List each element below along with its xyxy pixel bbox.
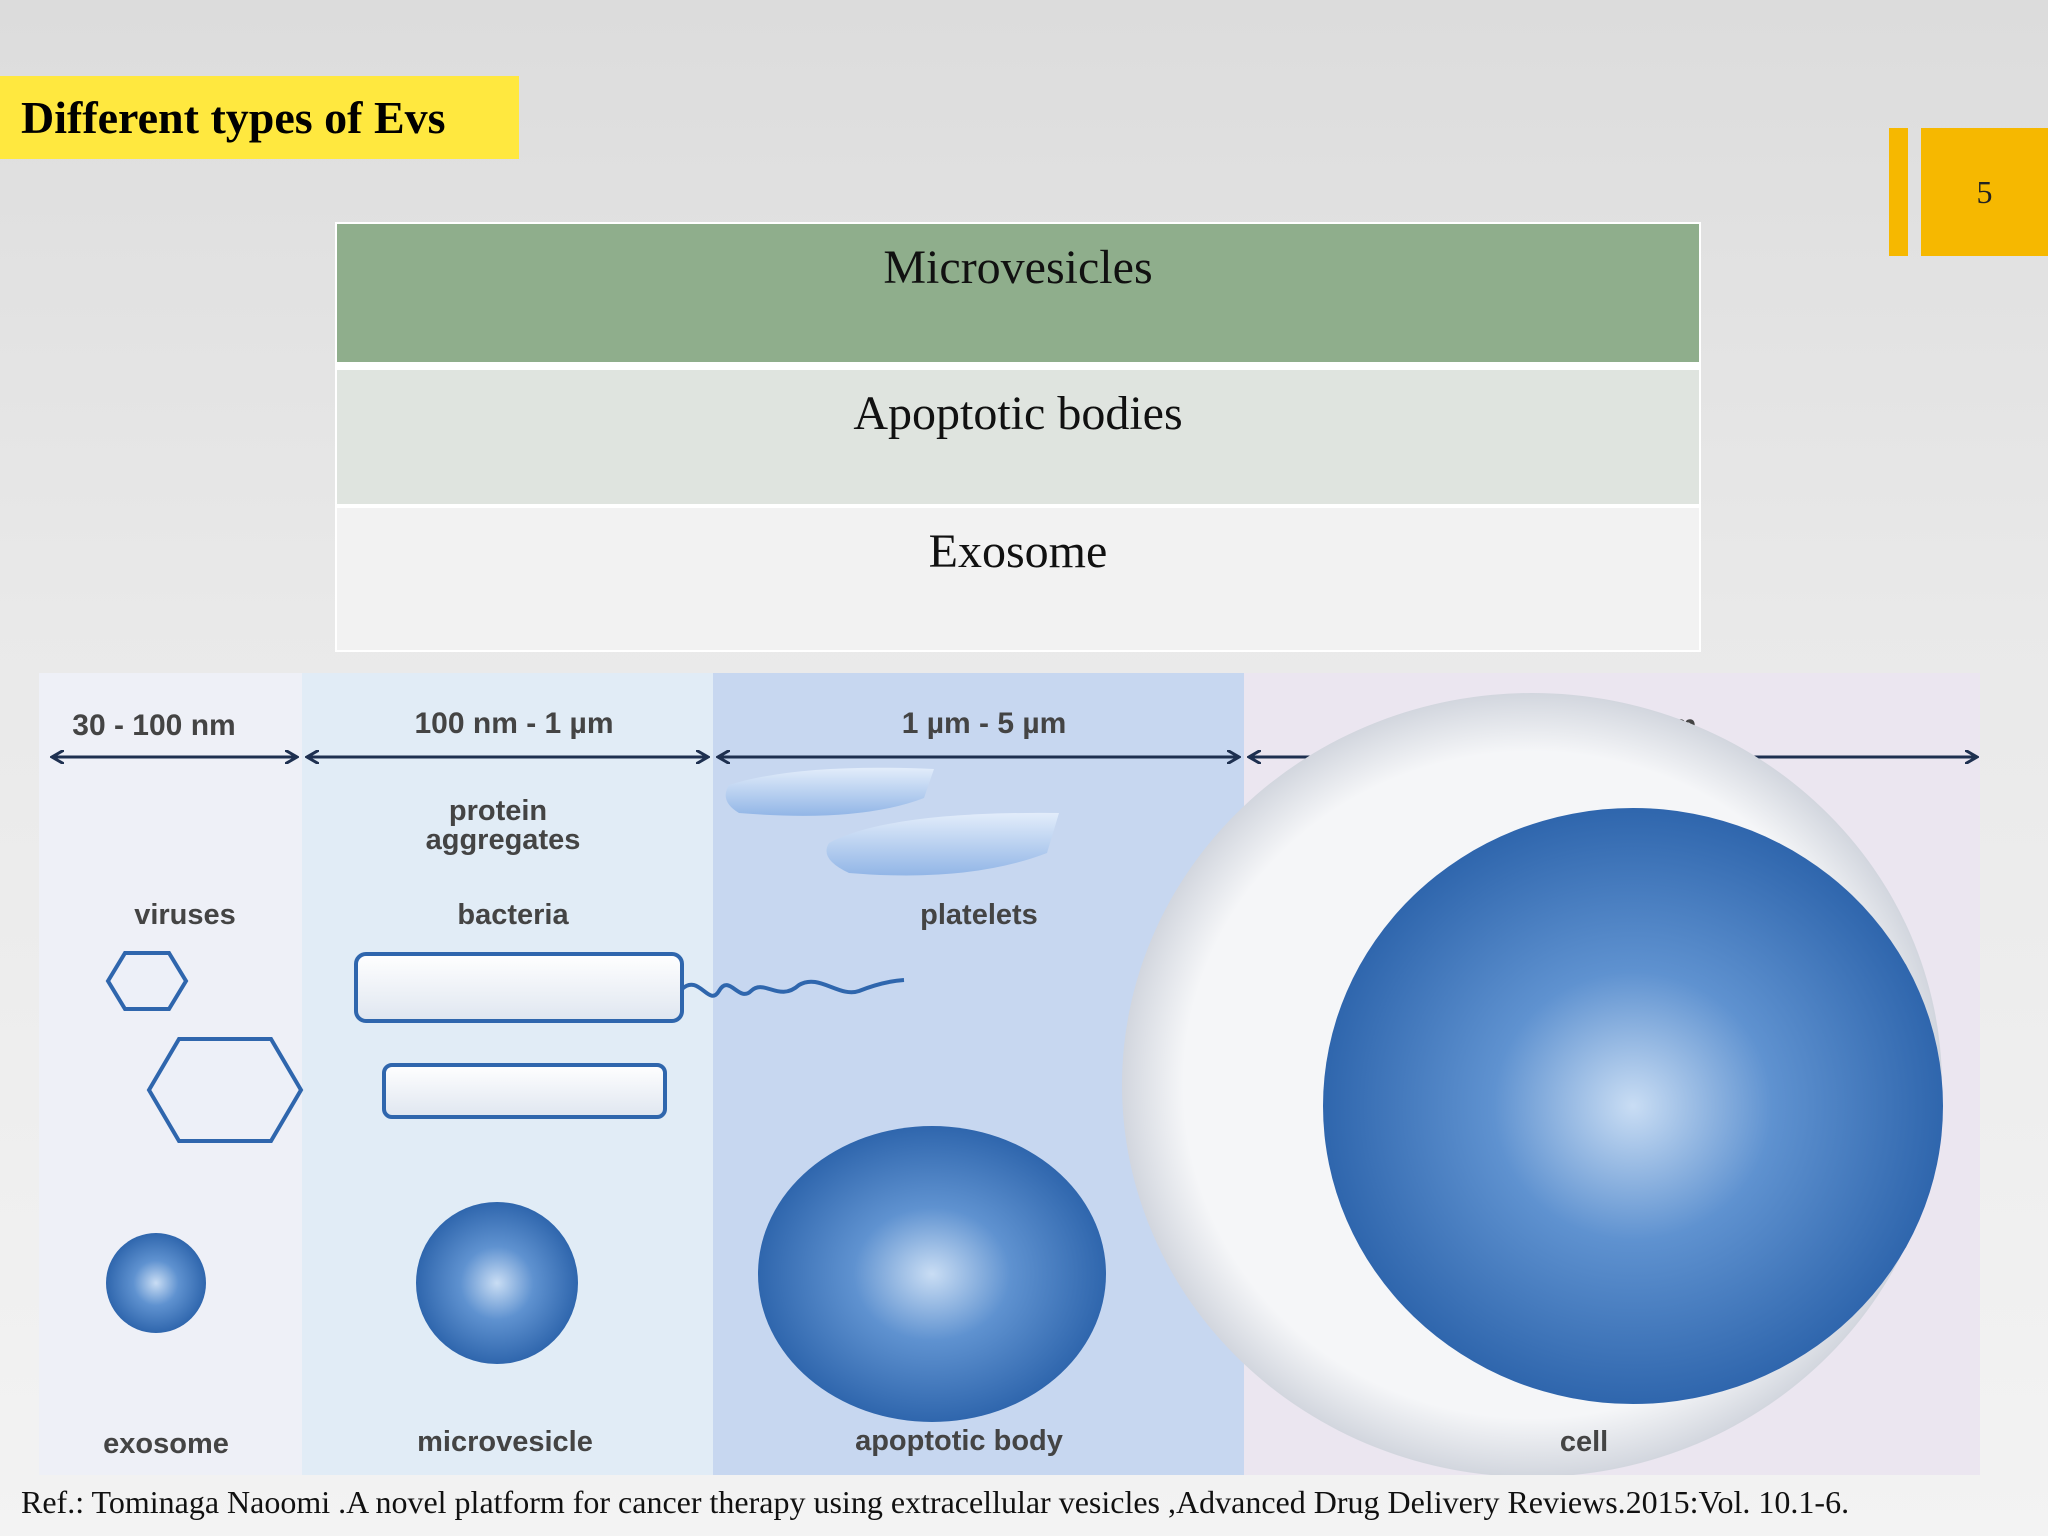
apoptotic-body-shape (758, 1126, 1106, 1422)
vesicle-type-label: microvesicle (417, 1426, 593, 1458)
bacterium-shape (354, 952, 684, 1023)
slide-title: Different types of Evs (0, 76, 519, 159)
size-diagram-svg: 30 - 100 nm 100 nm - 1 µm 1 µm - 5 µm 8 … (39, 673, 1980, 1475)
platelet-shape (826, 812, 1059, 876)
viruses-label: viruses (134, 899, 236, 931)
platelet-shape (725, 767, 934, 816)
protein-aggregates-label: aggregates (426, 824, 581, 856)
protein-aggregates-label: protein (449, 795, 547, 827)
size-range-label: 100 nm - 1 µm (414, 707, 613, 740)
size-range-label: 30 - 100 nm (72, 709, 235, 742)
bacteria-label: bacteria (457, 899, 569, 931)
exosome-shape (106, 1233, 206, 1333)
bacterium-shape (382, 1063, 667, 1119)
page-number: 5 (1921, 128, 2048, 256)
vesicle-type-label: cell (1560, 1426, 1608, 1458)
platelets-label: platelets (920, 899, 1038, 931)
bacterium-flagellum (680, 978, 905, 998)
table-row: Exosome (335, 506, 1701, 652)
cell-shape (1323, 808, 1943, 1404)
table-row: Microvesicles (335, 222, 1701, 364)
microvesicle-shape (416, 1202, 578, 1364)
page-number-accent-bar (1889, 128, 1908, 256)
ev-size-comparison-figure: 30 - 100 nm 100 nm - 1 µm 1 µm - 5 µm 8 … (39, 673, 1980, 1475)
table-row: Apoptotic bodies (335, 364, 1701, 506)
vesicle-type-label: exosome (103, 1428, 229, 1460)
virus-shape (146, 1037, 304, 1143)
ev-types-table: Microvesicles Apoptotic bodies Exosome (335, 222, 1701, 652)
reference-citation: Ref.: Tominaga Naoomi .A novel platform … (21, 1484, 1850, 1520)
size-range-label: 1 µm - 5 µm (902, 707, 1067, 740)
virus-shape (105, 951, 189, 1011)
vesicle-type-label: apoptotic body (855, 1425, 1063, 1457)
